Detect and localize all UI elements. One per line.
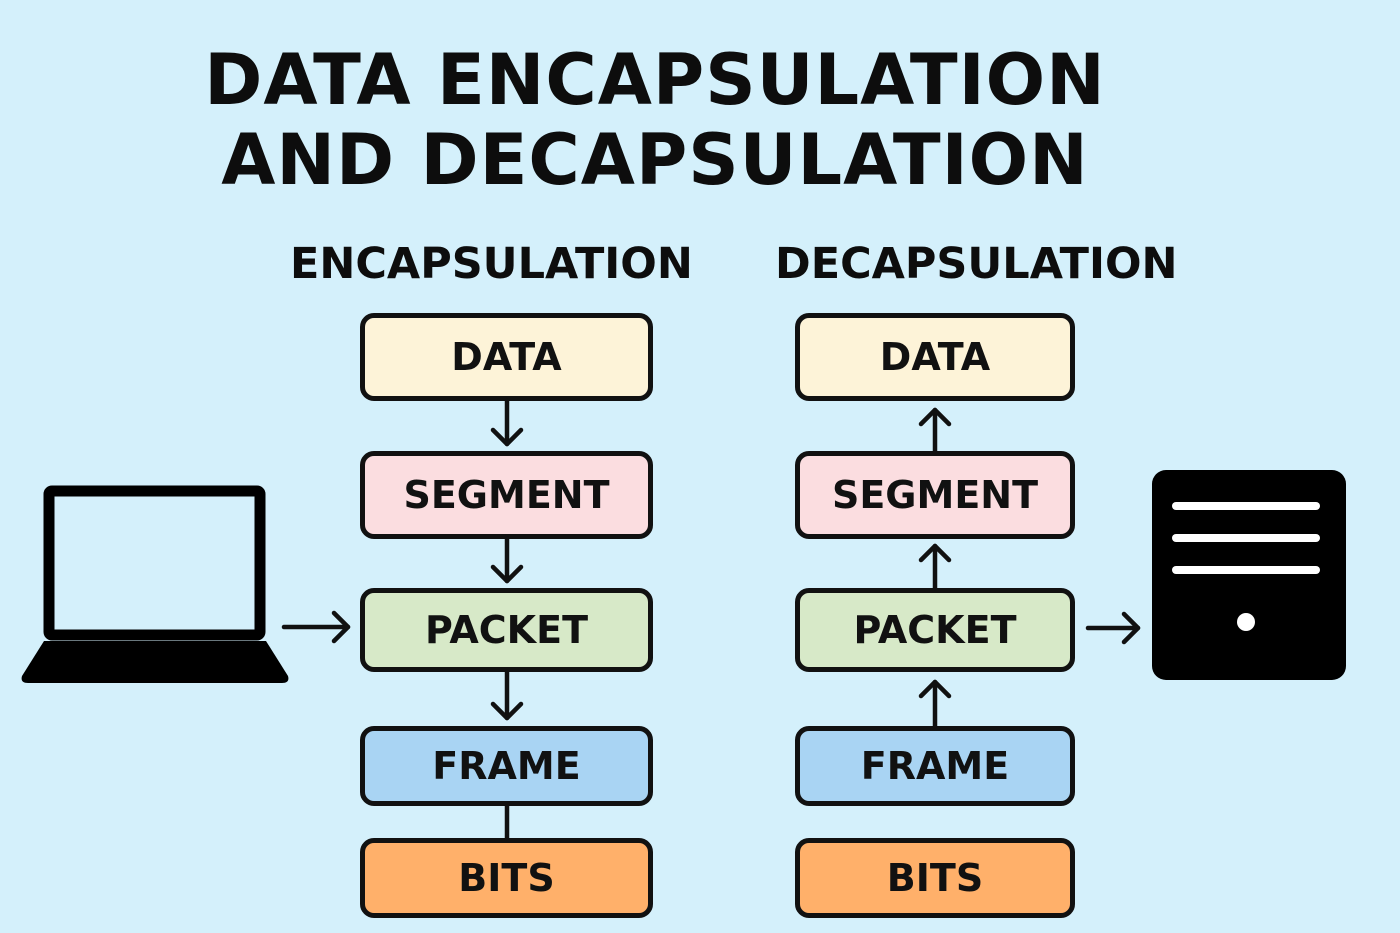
page-title-line-2: AND DECAPSULATION bbox=[221, 119, 1089, 201]
decap-arrow-packet-to-segment bbox=[918, 543, 952, 591]
encap-arrow-segment-to-packet bbox=[490, 536, 524, 584]
server-icon bbox=[1152, 470, 1346, 680]
decap-data-box: DATA bbox=[795, 313, 1075, 401]
arrow-laptop-to-packet bbox=[281, 610, 351, 644]
encap-frame-box: FRAME bbox=[360, 726, 653, 806]
decap-frame-box: FRAME bbox=[795, 726, 1075, 806]
decap-arrow-frame-to-packet bbox=[918, 679, 952, 729]
decapsulation-heading: DECAPSULATION bbox=[775, 239, 1178, 289]
encap-data-box: DATA bbox=[360, 313, 653, 401]
page-title-line-1: DATA ENCAPSULATION bbox=[204, 39, 1106, 121]
decap-bits-box: BITS bbox=[795, 838, 1075, 918]
decap-arrow-segment-to-data bbox=[918, 407, 952, 454]
encap-segment-box: SEGMENT bbox=[360, 451, 653, 539]
decap-segment-box: SEGMENT bbox=[795, 451, 1075, 539]
encap-arrow-data-to-segment bbox=[490, 398, 524, 447]
encap-packet-box: PACKET bbox=[360, 588, 653, 672]
encap-bits-box: BITS bbox=[360, 838, 653, 918]
encapsulation-heading: ENCAPSULATION bbox=[290, 239, 693, 289]
decap-packet-box: PACKET bbox=[795, 588, 1075, 672]
laptop-icon bbox=[21, 485, 289, 683]
arrow-packet-to-server bbox=[1085, 611, 1141, 645]
encap-arrow-packet-to-frame bbox=[490, 669, 524, 721]
